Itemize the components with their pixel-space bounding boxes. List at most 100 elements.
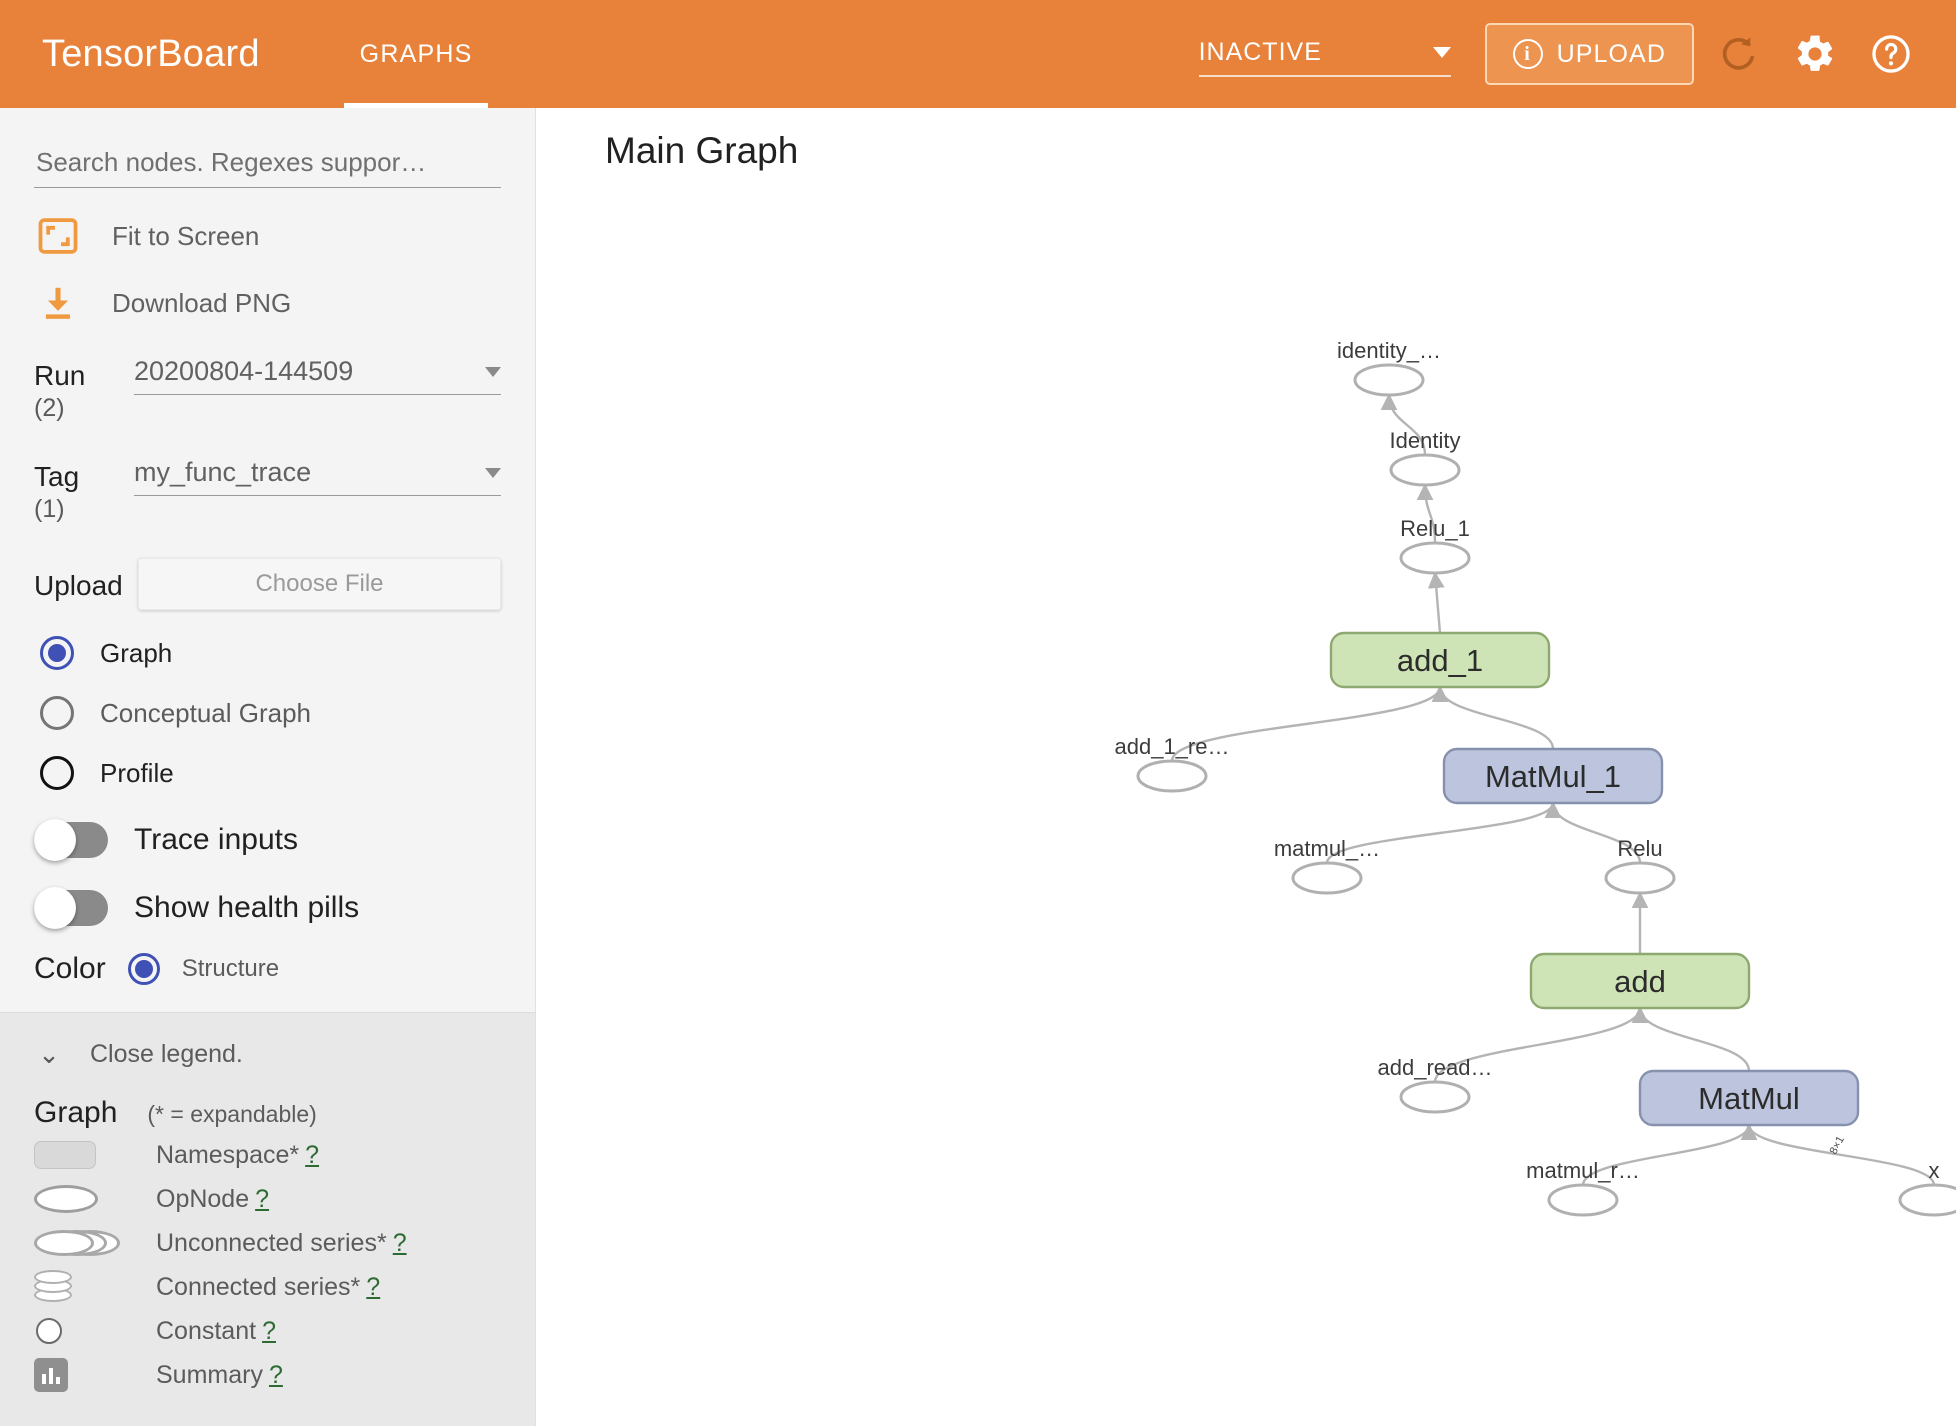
help-link-constant[interactable]: ? [262, 1316, 276, 1345]
help-question-icon[interactable] [1860, 23, 1922, 85]
help-link-summary[interactable]: ? [268, 1360, 283, 1389]
refresh-icon[interactable] [1708, 23, 1770, 85]
graph-node-label: Relu_1 [1400, 516, 1470, 541]
header-right-controls: INACTIVE i UPLOAD [1198, 23, 1956, 85]
graph-node-x[interactable]: x [1898, 1158, 1956, 1217]
summary-icon [34, 1358, 142, 1392]
main-tabs: GRAPHS [334, 0, 499, 108]
opnode-ellipse-icon [1547, 1183, 1619, 1217]
graph-node-label: add_1_re… [1115, 734, 1230, 759]
radio-icon-graph [40, 636, 74, 670]
sidebar-controls: Fit to Screen Download PNG Run (2) 20200… [0, 146, 535, 1012]
unconnected-series-icon [34, 1228, 142, 1258]
tag-dropdown[interactable]: my_func_trace [134, 457, 501, 496]
run-dropdown[interactable]: 20200804-144509 [134, 356, 501, 395]
graph-edges: 8×1 [1170, 393, 1936, 1186]
help-link-unconnected-series[interactable]: ? [392, 1228, 407, 1257]
radio-icon-structure[interactable] [127, 953, 160, 985]
graph-edge [1170, 685, 1449, 762]
choose-file-button[interactable]: Choose File [138, 558, 501, 610]
left-sidebar: Fit to Screen Download PNG Run (2) 20200… [0, 108, 536, 1426]
color-label: Color [34, 952, 106, 985]
graph-node-label: matmul_… [1274, 836, 1380, 861]
graph-node-label: x [1929, 1158, 1940, 1183]
edge-shape-label: 8×1 [1828, 1134, 1847, 1156]
run-state-dropdown[interactable]: INACTIVE [1198, 38, 1451, 77]
chevron-down-icon [1432, 46, 1451, 58]
run-field-count: (2) [34, 394, 65, 422]
download-png-button[interactable]: Download PNG [34, 284, 501, 322]
upload-button[interactable]: i UPLOAD [1484, 23, 1694, 85]
graph-node-label: add_1 [1397, 643, 1483, 678]
graph-node-MatMul[interactable]: MatMul [1638, 1069, 1860, 1127]
upload-field: Upload Choose File [34, 558, 501, 610]
graph-node-identity_out[interactable]: identity_… [1337, 338, 1441, 397]
legend-title: Graph [34, 1096, 118, 1129]
graph-node-add_1[interactable]: add_1 [1329, 631, 1551, 689]
legend-label-summary: Summary [156, 1360, 263, 1389]
opnode-ellipse-icon [1291, 861, 1363, 895]
graph-edge [1544, 801, 1642, 864]
graph-node-add_read[interactable]: add_read… [1378, 1055, 1493, 1114]
toggle-trace-inputs-label: Trace inputs [134, 823, 298, 856]
graph-edge [1416, 483, 1437, 544]
legend-item-unconnected-series: Unconnected series*? [34, 1224, 501, 1262]
graph-node-matmul_read[interactable]: matmul_r… [1526, 1158, 1640, 1217]
toggle-trace-inputs[interactable]: Trace inputs [34, 819, 501, 861]
toggle-show-health-pills[interactable]: Show health pills [34, 887, 501, 929]
radio-option-profile[interactable]: Profile [34, 756, 501, 790]
tab-graphs[interactable]: GRAPHS [334, 0, 499, 108]
radio-option-graph[interactable]: Graph [34, 636, 501, 670]
graph-edge [1740, 1123, 1936, 1186]
opnode-ellipse-icon [1389, 453, 1461, 487]
graph-node-add_1_read[interactable]: add_1_re… [1115, 734, 1230, 793]
legend-item-opnode: OpNode? [34, 1180, 501, 1218]
opnode-rect-icon [1638, 1069, 1860, 1127]
legend-note: (* = expandable) [147, 1101, 317, 1127]
graph-edge [1325, 801, 1562, 864]
settings-gear-icon[interactable] [1784, 23, 1846, 85]
chevron-down-icon: ⌄ [38, 1039, 60, 1069]
radio-option-conceptual-graph[interactable]: Conceptual Graph [34, 696, 501, 730]
legend-label-opnode: OpNode [156, 1184, 250, 1213]
fit-to-screen-button[interactable]: Fit to Screen [34, 218, 501, 254]
graph-node-Identity[interactable]: Identity [1389, 428, 1461, 487]
namespace-icon [34, 1141, 142, 1169]
graph-node-matmul_read1[interactable]: matmul_… [1274, 836, 1380, 895]
help-link-connected-series[interactable]: ? [366, 1272, 381, 1301]
radio-label-graph: Graph [100, 637, 173, 668]
upload-button-label: UPLOAD [1556, 39, 1666, 68]
legend-label-connected-series: Connected series* [156, 1272, 361, 1301]
legend-panel: ⌄ Close legend. Graph (* = expandable) N… [0, 1012, 535, 1426]
legend-item-namespace: Namespace*? [34, 1136, 501, 1174]
close-legend-label: Close legend. [90, 1040, 243, 1068]
graph-node-Relu[interactable]: Relu [1604, 836, 1676, 895]
close-legend-button[interactable]: ⌄ Close legend. [34, 1039, 501, 1070]
graph-node-label: MatMul [1698, 1081, 1800, 1116]
graph-node-MatMul_1[interactable]: MatMul_1 [1442, 747, 1664, 805]
legend-heading: Graph (* = expandable) [34, 1096, 501, 1130]
chevron-down-icon [485, 366, 501, 377]
color-structure-label: Structure [181, 955, 280, 982]
radio-label-conceptual-graph: Conceptual Graph [100, 697, 312, 728]
legend-label-unconnected-series: Unconnected series* [156, 1228, 387, 1257]
search-input[interactable] [34, 146, 501, 179]
toggle-switch-icon [34, 819, 108, 861]
opnode-ellipse-icon [1136, 759, 1208, 793]
app-header: TensorBoard GRAPHS INACTIVE i UPLOAD [0, 0, 1956, 108]
tag-field: Tag (1) my_func_trace [34, 457, 501, 524]
tag-field-label-group: Tag (1) [34, 457, 130, 524]
fit-to-screen-label: Fit to Screen [112, 220, 260, 251]
help-link-namespace[interactable]: ? [305, 1140, 320, 1169]
legend-item-summary: Summary? [34, 1356, 501, 1394]
graph-edge [1427, 571, 1445, 634]
help-link-opnode[interactable]: ? [255, 1184, 270, 1213]
constant-icon [34, 1318, 142, 1344]
opnode-ellipse-icon [1353, 363, 1425, 397]
graph-node-add[interactable]: add [1529, 952, 1751, 1010]
graph-node-Relu_1[interactable]: Relu_1 [1399, 516, 1471, 575]
radio-label-profile: Profile [100, 757, 174, 788]
